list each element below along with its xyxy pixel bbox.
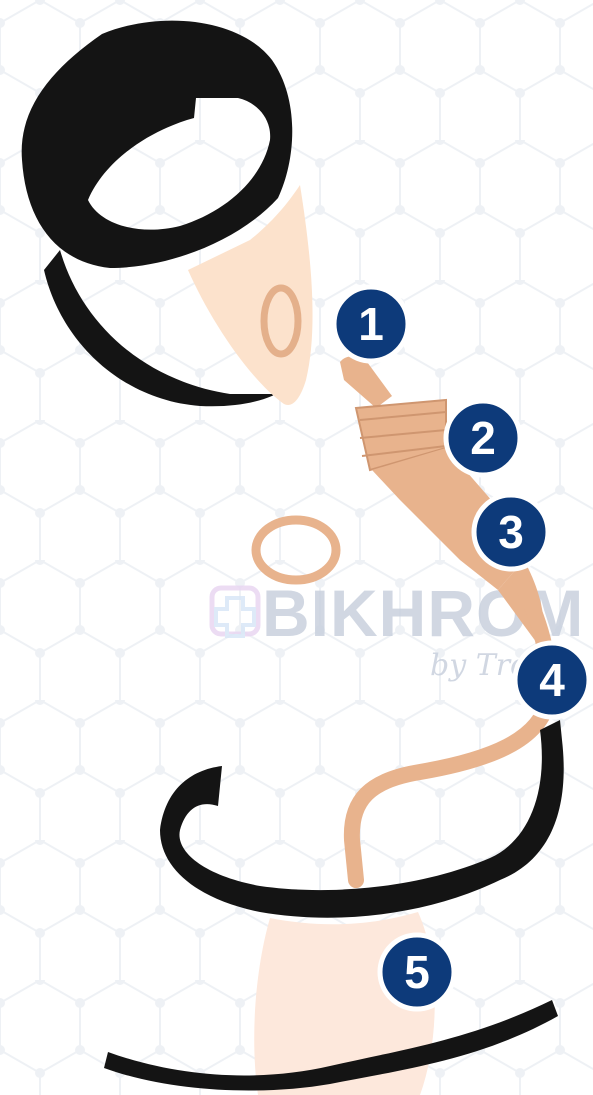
callout-number-5: 5 (404, 946, 430, 998)
callout-number-1: 1 (358, 298, 384, 350)
callout-number-3: 3 (498, 506, 524, 558)
callout-badge-3: 3 (474, 495, 548, 569)
callout-number-4: 4 (539, 654, 565, 706)
callout-number-2: 2 (470, 412, 496, 464)
callout-badge-1: 1 (334, 287, 408, 361)
callout-badge-5: 5 (380, 935, 454, 1009)
callout-badge-2: 2 (446, 401, 520, 475)
callout-badge-4: 4 (515, 643, 589, 717)
